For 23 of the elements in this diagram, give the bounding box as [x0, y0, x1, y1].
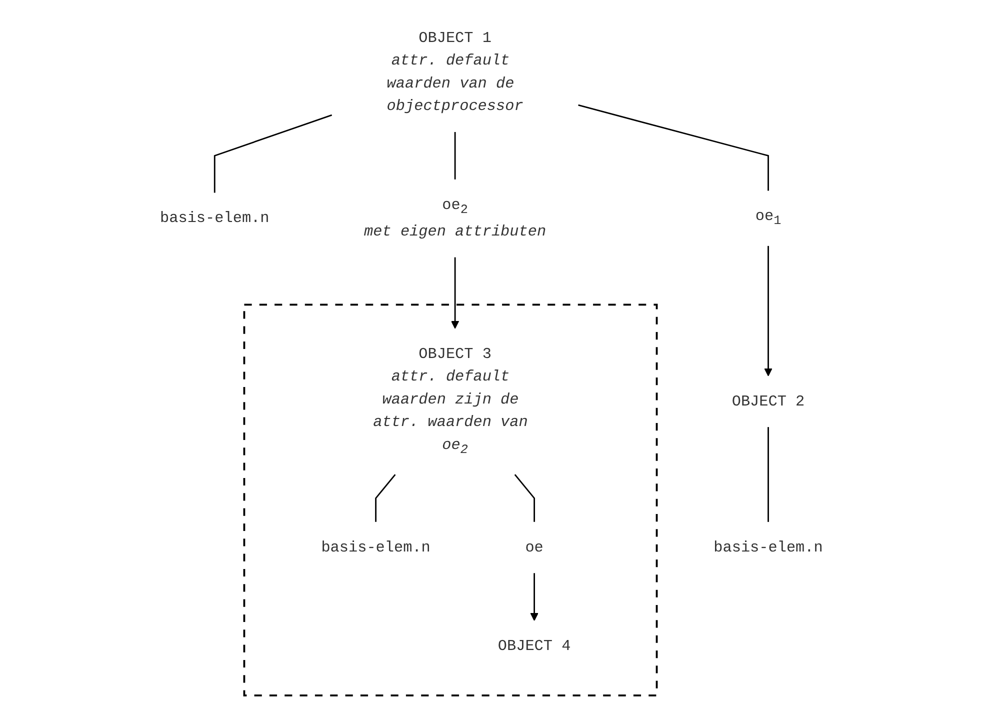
node-text: basis-elem.n [160, 210, 269, 227]
node-text: oe$_{2}$ [442, 196, 468, 218]
node-text: OBJECT 3 [418, 345, 491, 363]
arrow [764, 246, 772, 376]
arrow [530, 573, 538, 621]
node-text: OBJECT 1 [418, 30, 491, 47]
arrow [450, 257, 459, 329]
node-label: attr. default waarden zijn de attr. waarden van oe$_{2}$ [372, 368, 528, 458]
node-text: basis-elem.n [713, 538, 822, 556]
node-label: met eigen attributen [364, 223, 546, 240]
node-text: OBJECT 2 [731, 392, 804, 410]
connector [213, 114, 332, 193]
connector [514, 474, 535, 522]
connector [767, 427, 768, 522]
node-text: oe$_{1}$ [754, 208, 781, 229]
cluster [242, 304, 658, 696]
connector [374, 474, 396, 522]
connector [454, 132, 456, 180]
connector [578, 104, 768, 191]
node-text: OBJECT 4 [497, 638, 570, 655]
node-label: attr. default waarden van de objectprocessor [386, 52, 523, 115]
node-text: oe [524, 538, 543, 556]
node-text: basis-elem.n [320, 538, 430, 556]
